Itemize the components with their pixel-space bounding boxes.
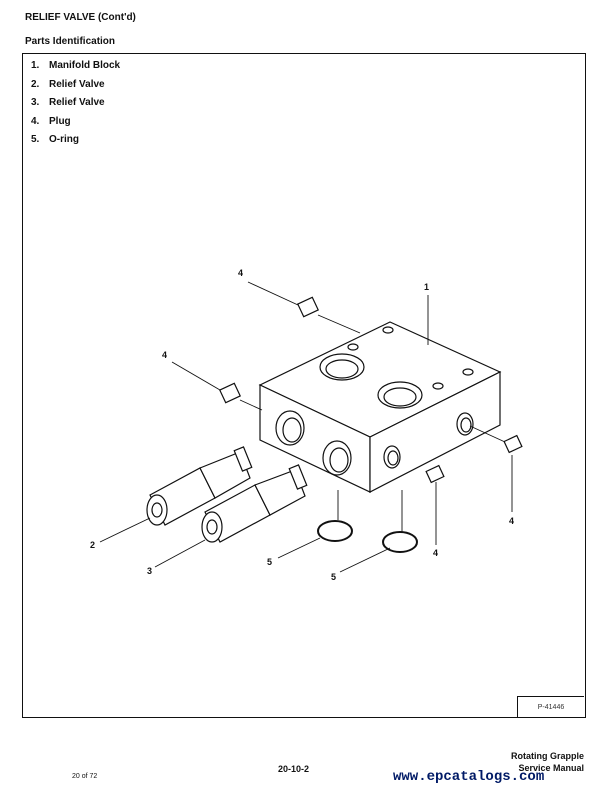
parts-list-item: 1. Manifold Block — [31, 60, 120, 79]
callout-4: 4 — [162, 350, 167, 360]
figure-frame — [22, 53, 586, 718]
relief-valve-3 — [201, 464, 308, 543]
relief-valve-2 — [146, 446, 253, 526]
part-name: Relief Valve — [49, 97, 105, 108]
parts-list-item: 5. O-ring — [31, 134, 120, 153]
leader-lines — [99, 281, 513, 573]
part-name: Relief Valve — [49, 78, 105, 90]
part-number: 1. — [31, 60, 40, 71]
callout-4: 4 — [433, 548, 438, 558]
part-number: 4. — [31, 115, 40, 127]
page-number: 20-10-2 — [278, 764, 310, 774]
part-number: 2. — [31, 78, 40, 90]
callout-4: 4 — [238, 268, 243, 278]
part-name: Manifold Block — [49, 60, 121, 71]
parts-list: 1. Manifold Block 2. Relief Valve 3. Relief… — [31, 60, 120, 153]
section-title: RELIEF VALVE (Cont'd) — [25, 12, 136, 23]
plugs — [218, 296, 523, 484]
part-number: 3. — [31, 97, 40, 108]
figure-id: P-41446 — [517, 696, 584, 717]
callout-5: 5 — [267, 557, 272, 567]
parts-list-item: 3. Relief Valve — [31, 97, 120, 116]
watermark: www.epcatalogs.com — [393, 769, 545, 785]
part-number: 5. — [31, 134, 40, 145]
page-count: 20 of 72 — [72, 773, 98, 780]
document-title: Rotating Grapple Service Manual — [511, 750, 584, 774]
document-title-line1: Rotating Grapple — [510, 751, 584, 761]
callout-3: 3 — [147, 566, 152, 576]
section-subtitle: Parts Identification — [25, 36, 116, 47]
document-title-line2: Service Manual — [518, 763, 584, 773]
callout-1: 1 — [424, 282, 429, 292]
part-name: Plug — [49, 115, 71, 127]
parts-list-item: 2. Relief Valve — [31, 79, 120, 98]
o-ring — [382, 531, 418, 553]
parts-list-item: 4. Plug — [31, 116, 120, 135]
callout-5: 5 — [331, 572, 336, 582]
part-name: O-ring — [49, 134, 79, 145]
callout-2: 2 — [90, 540, 95, 550]
manifold-block — [258, 321, 502, 493]
callout-4: 4 — [509, 516, 514, 526]
o-ring — [317, 520, 353, 542]
